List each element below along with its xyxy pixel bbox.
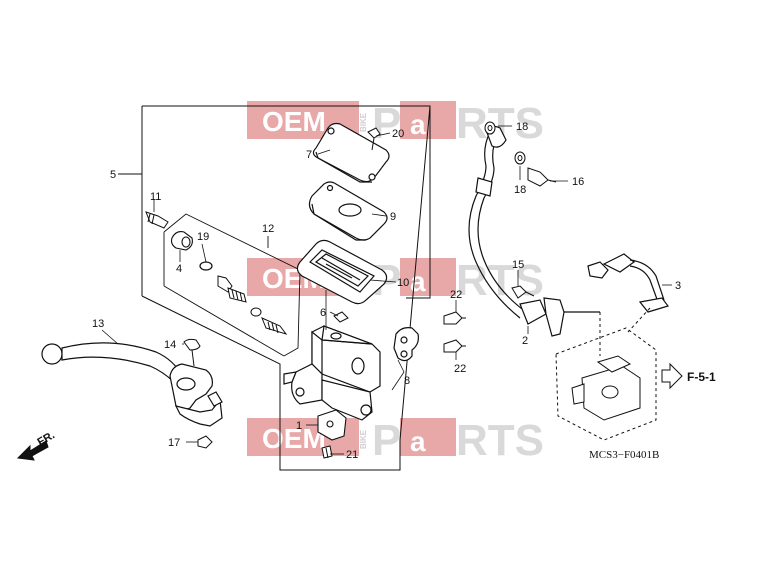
watermark-parts-rest: RTS <box>456 416 544 465</box>
label-3: 3 <box>675 280 681 292</box>
front-label: FR. <box>36 429 57 448</box>
diaphragm-plate <box>308 181 388 241</box>
watermark-parts-p: P <box>372 416 401 465</box>
label-8: 8 <box>404 375 410 387</box>
label-2: 2 <box>522 335 528 347</box>
brake-lever <box>41 342 223 427</box>
watermark-parts-rest: RTS <box>456 256 544 305</box>
brake-hose <box>468 125 600 337</box>
boot-4 <box>170 231 193 251</box>
label-17: 17 <box>168 437 180 449</box>
label-1: 1 <box>296 420 302 432</box>
brake-pipe <box>587 253 669 313</box>
piston-set <box>217 275 288 335</box>
label-15: 15 <box>512 259 524 271</box>
label-18-lower: 18 <box>514 184 526 196</box>
nut-17 <box>197 435 213 449</box>
label-13: 13 <box>92 318 104 330</box>
reservoir-cap <box>312 122 390 183</box>
diaphragm <box>296 239 388 305</box>
watermark-parts-p: P <box>372 99 401 148</box>
label-22-lower: 22 <box>454 363 466 375</box>
washer-18-upper <box>484 121 496 135</box>
master-cylinder-body <box>283 325 381 421</box>
pushrod-11 <box>145 211 169 229</box>
label-5: 5 <box>110 169 116 181</box>
label-11: 11 <box>150 191 161 203</box>
screw-21 <box>321 445 333 459</box>
bolt-6 <box>333 311 349 323</box>
label-12: 12 <box>262 223 274 235</box>
circlip-19 <box>199 261 213 271</box>
banjo-bolt-16 <box>527 167 557 187</box>
label-9: 9 <box>390 211 396 223</box>
label-20: 20 <box>392 128 404 140</box>
washer-18-lower <box>514 151 526 165</box>
label-4: 4 <box>176 263 182 275</box>
watermark-bike-text: BIKE <box>359 112 368 132</box>
label-21: 21 <box>346 449 358 461</box>
label-22-upper: 22 <box>450 289 462 301</box>
pivot-bolt-14 <box>183 338 201 367</box>
label-7: 7 <box>306 149 312 161</box>
watermark-parts-a: a <box>410 426 426 457</box>
bolt-15 <box>511 285 535 299</box>
label-6: 6 <box>320 307 326 319</box>
diagram-code: MCS3−F0401B <box>589 449 659 461</box>
label-14: 14 <box>164 339 176 351</box>
watermark-bottom: OEM BIKE P a RTS <box>247 416 544 465</box>
label-18-upper: 18 <box>516 121 528 133</box>
label-19: 19 <box>197 231 209 243</box>
part-labels: 5 11 19 4 12 7 20 9 10 6 8 22 22 18 18 1… <box>92 121 681 461</box>
watermark-oem-text: OEM <box>262 423 326 454</box>
front-arrow-icon <box>16 440 49 461</box>
label-10: 10 <box>397 277 409 289</box>
label-16: 16 <box>572 176 584 188</box>
watermark-bike-text: BIKE <box>359 429 368 449</box>
assembly-frame <box>118 105 431 471</box>
bolt-22-upper <box>443 311 466 325</box>
watermark-parts-a: a <box>410 266 426 297</box>
leader-lines <box>101 125 672 455</box>
watermark-oem-text: OEM <box>262 106 326 137</box>
bracket <box>393 327 419 362</box>
watermark-parts-a: a <box>410 109 426 140</box>
abs-modulator <box>555 307 657 441</box>
ref-arrow-icon <box>661 362 683 390</box>
brake-switch <box>317 409 347 441</box>
bolt-22-lower <box>443 339 466 353</box>
ref-label: F-5-1 <box>687 370 716 384</box>
